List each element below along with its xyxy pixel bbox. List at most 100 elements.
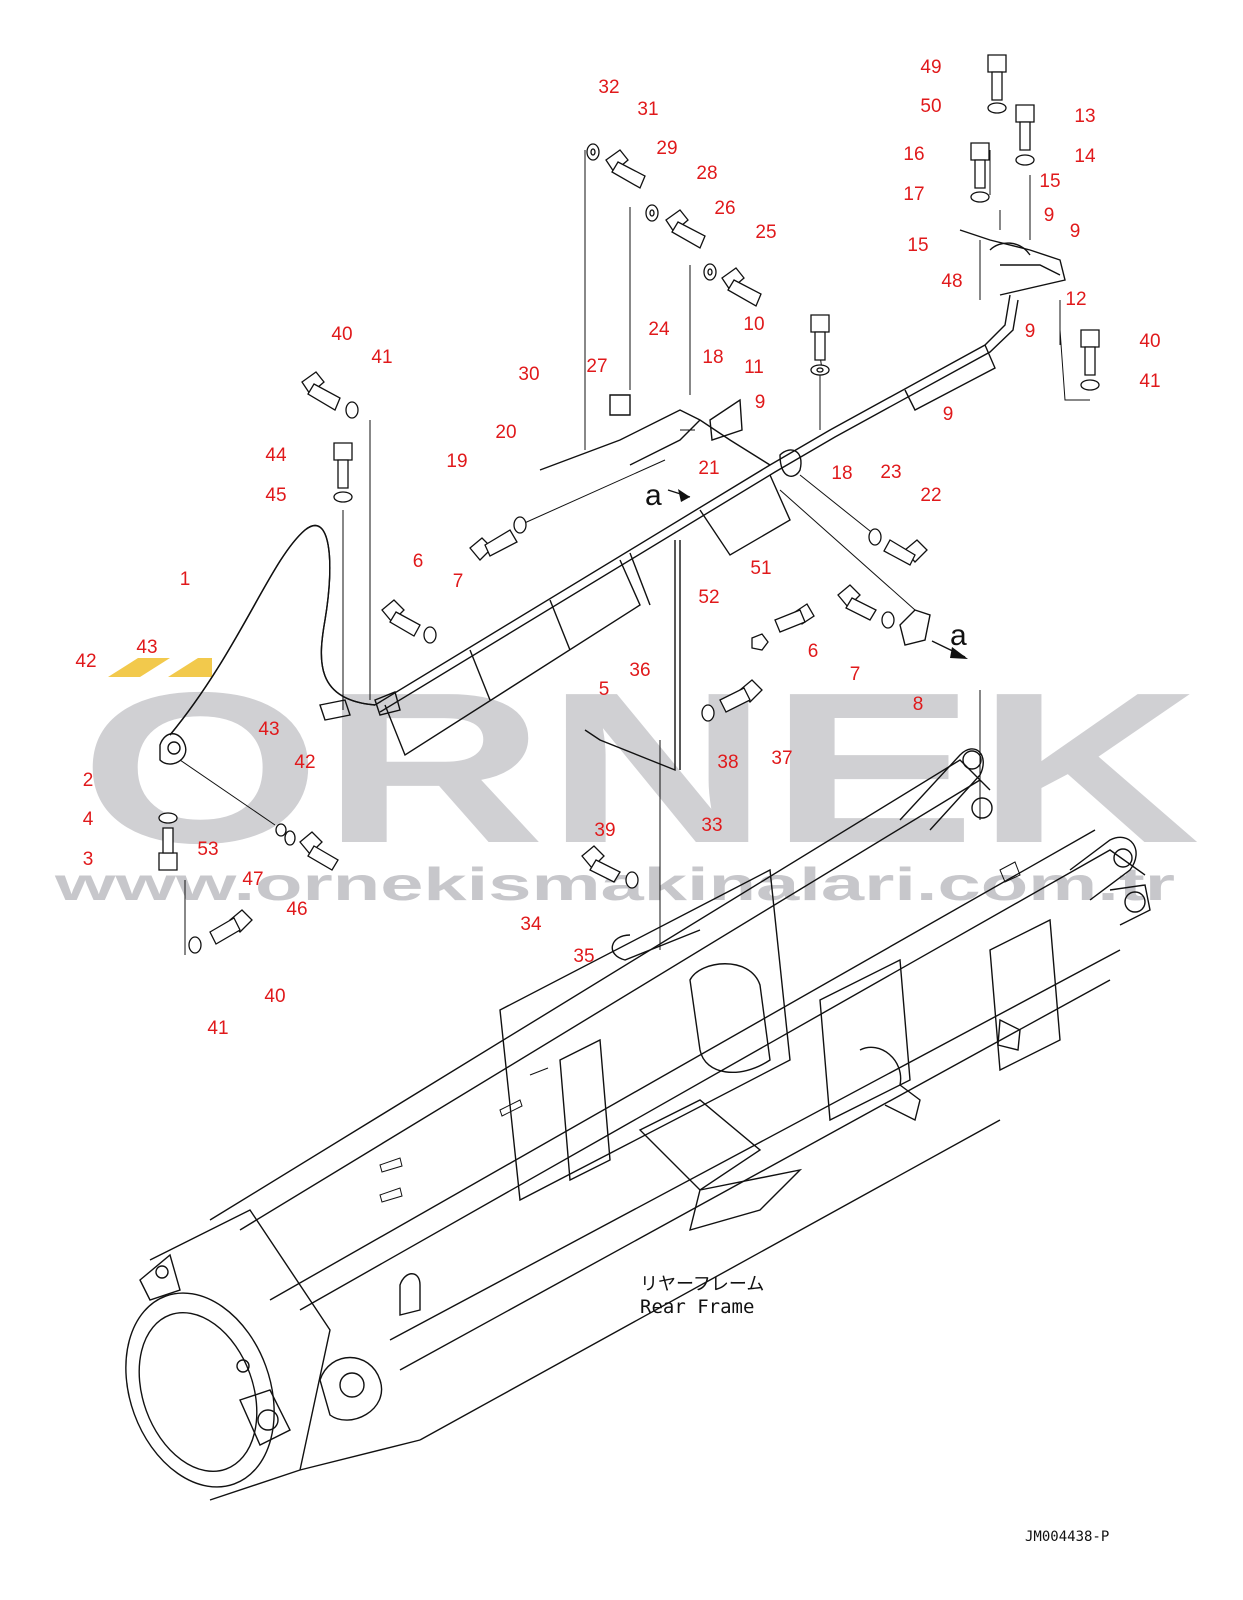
view-marker-a-2: a [950,619,967,652]
part-number-label: 52 [698,587,719,608]
bolt-icon [381,599,421,637]
part-number-label: 43 [258,719,279,740]
watermark: ORNEK www.ornekismakinalari.com.tr [53,647,1200,910]
part-number-label: 15 [907,235,928,256]
washer-icon [645,204,659,222]
bolt-icon [719,679,763,713]
washer-icon [703,263,717,281]
part-number-label: 7 [850,664,861,685]
part-number-label: 46 [286,899,307,920]
part-number-label: 51 [750,558,771,579]
part-number-label: 36 [629,660,650,681]
part-number-label: 23 [880,462,901,483]
washer-icon [284,830,296,846]
part-number-label: 9 [943,404,954,425]
washer-icon [701,704,715,722]
washer-icon [333,491,353,503]
rear-frame-drawing [125,748,1151,1501]
washer-icon [345,401,359,419]
bolt-icon [810,314,830,361]
caption-japanese: リヤーフレーム [640,1274,764,1295]
bolt-icon [158,827,178,871]
part-number-label: 7 [453,571,464,592]
bolt-icon [605,149,646,189]
part-number-label: 13 [1074,106,1095,127]
part-number-label: 39 [594,820,615,841]
part-number-label: 37 [771,748,792,769]
watermark-accent-right [168,658,212,677]
washer-icon [987,102,1007,114]
part-number-label: 45 [265,485,286,506]
bolt-icon [301,371,341,411]
view-marker-a-1: a [645,479,662,512]
part-number-label: 34 [520,914,542,935]
part-number-label: 44 [265,445,287,466]
part-number-label: 10 [743,314,764,335]
part-number-label: 33 [701,815,722,836]
part-number-label: 41 [371,347,392,368]
part-number-label: 8 [913,694,924,715]
part-number-label: 2 [83,770,94,791]
washer-icon [810,364,830,376]
caption-english: Rear Frame [640,1296,754,1318]
part-number-label: 32 [598,77,619,98]
hose-and-harness [159,229,1066,772]
part-labels: 1234566778999991011121314151516171818192… [75,57,1160,1039]
part-number-label: 48 [941,271,962,292]
part-number-label: 11 [744,357,764,378]
part-number-label: 20 [495,422,516,443]
washer-icon [868,528,882,546]
washer-icon [275,823,287,837]
washer-icon [625,871,639,889]
part-number-label: 40 [331,324,352,345]
washer-icon [1015,154,1035,166]
part-number-label: 17 [903,184,924,205]
part-number-label: 16 [903,144,924,165]
part-number-label: 30 [518,364,539,385]
part-number-label: 6 [808,641,819,662]
bolt-icon [333,442,353,489]
part-number-label: 27 [586,356,607,377]
drawing-id: JM004438-P [1025,1529,1109,1545]
nut-icon [751,633,769,651]
part-number-label: 31 [637,99,658,120]
bolt-icon [837,584,877,621]
part-number-label: 18 [831,463,852,484]
part-number-label: 41 [207,1018,228,1039]
part-number-label: 12 [1065,289,1086,310]
washer-icon [513,516,527,534]
bolt-icon [469,529,518,561]
part-number-label: 9 [1044,205,1055,226]
part-number-label: 28 [696,163,717,184]
part-number-label: 41 [1139,371,1160,392]
bolt-icon [987,54,1007,101]
part-number-label: 40 [1139,331,1160,352]
part-number-label: 42 [75,651,96,672]
bolt-icon [883,539,928,566]
part-number-label: 47 [242,869,263,890]
washer-icon [970,191,990,203]
part-number-label: 29 [656,138,677,159]
part-number-label: 21 [698,458,719,479]
fasteners [158,54,1100,954]
bolt-icon [970,142,990,189]
part-number-label: 26 [714,198,735,219]
part-number-label: 22 [920,485,941,506]
part-number-label: 24 [648,319,670,340]
watermark-brand: ORNEK [80,647,1200,888]
part-number-label: 35 [573,946,594,967]
part-number-label: 43 [136,637,157,658]
part-number-label: 42 [294,752,315,773]
part-number-label: 9 [1070,221,1081,242]
part-number-label: 9 [755,392,766,413]
washer-icon [158,812,178,824]
washer-icon [188,936,202,954]
bolt-icon [581,845,621,883]
bolt-icon [721,267,762,307]
part-number-label: 9 [1025,321,1036,342]
part-number-label: 19 [446,451,467,472]
part-number-label: 14 [1074,146,1096,167]
part-number-label: 5 [599,679,610,700]
part-number-label: 1 [180,569,191,590]
